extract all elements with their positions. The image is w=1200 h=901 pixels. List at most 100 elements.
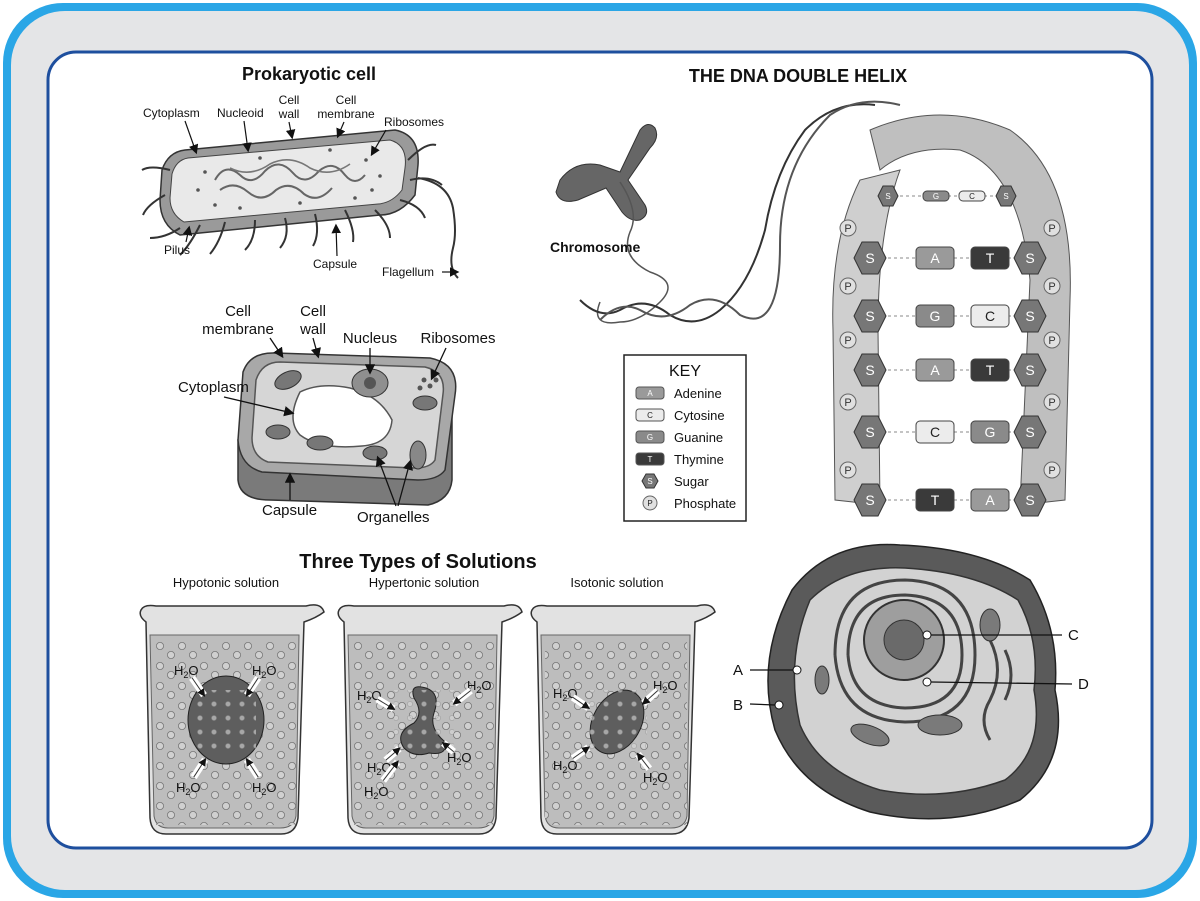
key-label: Thymine (674, 452, 724, 467)
water-label: H2O (467, 678, 492, 695)
water-label: H2O (553, 686, 578, 703)
phosphate-letter: P (844, 223, 851, 235)
key-letter: C (647, 411, 653, 420)
cell-cytoplasm (793, 567, 1038, 795)
phosphate-letter: P (844, 397, 851, 409)
sugar-icon (1013, 299, 1047, 333)
key-letter: A (647, 389, 653, 398)
label-b: B (733, 697, 743, 714)
cell-contents (587, 690, 647, 750)
nucleotide-base-icon (922, 190, 950, 202)
water-label: H2O (176, 780, 201, 797)
nucleotide-base-icon (635, 452, 665, 466)
label-d: D (1078, 676, 1089, 693)
nucleotide-base-icon (970, 358, 1010, 382)
sugar-letter: S (1025, 250, 1034, 266)
sugar-icon (853, 415, 887, 449)
nucleotide-base-icon (635, 386, 665, 400)
label-cell-wall-line2: wall (278, 107, 300, 121)
water-flow-arrow-outline (376, 698, 396, 711)
label-cell-wall-line2: wall (299, 321, 326, 338)
label-c: C (1068, 627, 1079, 644)
base-letter: T (986, 362, 995, 378)
water-flow-arrow-outline (641, 690, 659, 705)
cell-contents (196, 690, 256, 750)
label-nucleoid: Nucleoid (217, 106, 264, 120)
phosphate-icon (839, 461, 857, 479)
phosphate-icon (839, 277, 857, 295)
key-item: T Thymine (635, 452, 724, 467)
base-letter: T (986, 250, 995, 266)
nucleotide-base-icon (635, 430, 665, 444)
mitochondrion-2 (850, 723, 890, 747)
sugar-letter: S (1025, 308, 1034, 324)
sugar-letter: S (865, 492, 874, 508)
animal-cell-diagram: A B C D (733, 543, 1089, 820)
phosphate-icon (1043, 331, 1061, 349)
cell-leader-lines (223, 337, 447, 507)
phosphate-letter: P (1048, 335, 1055, 347)
key-letter: S (647, 477, 652, 486)
base-letter: C (985, 308, 995, 324)
label-capsule: Capsule (262, 502, 317, 519)
phosphate-letter: P (844, 465, 851, 477)
nucleotide-base-icon (970, 420, 1010, 444)
phosphate-icon (642, 495, 658, 511)
sugar-icon (853, 483, 887, 517)
sugar-letter: S (885, 192, 890, 201)
sugar-letter: S (1025, 362, 1034, 378)
sugar-letter: S (865, 250, 874, 266)
dna-strand-small (579, 103, 876, 323)
base-letter: A (930, 250, 940, 266)
bacterium-illustration (141, 129, 459, 279)
nucleotide-base-icon (915, 246, 955, 270)
mitochondrion-4 (814, 665, 830, 695)
water-label: H2O (174, 663, 199, 680)
base-letter: C (969, 192, 975, 201)
prokaryotic-cell-diagram: Prokaryotic cell Cytoplas (141, 64, 460, 279)
key-label: Guanine (674, 430, 723, 445)
nucleotide-base-icon (970, 304, 1010, 328)
phosphate-letter: P (1048, 281, 1055, 293)
sugar-icon (641, 473, 659, 489)
marker-c (922, 630, 932, 640)
key-letter: T (648, 455, 653, 464)
dna-backbone-right (869, 114, 1071, 506)
marker-a (792, 665, 802, 675)
animal-cell-leader-lines (749, 634, 1073, 706)
label-cytoplasm: Cytoplasm (143, 106, 200, 120)
sugar-icon (1013, 353, 1047, 387)
marker-b (774, 700, 784, 710)
phosphate-letter: P (844, 335, 851, 347)
sugar-letter: S (865, 424, 874, 440)
phosphate-icon (1043, 461, 1061, 479)
label-pilus: Pilus (164, 243, 190, 257)
sugar-letter: S (865, 308, 874, 324)
water-label: H2O (643, 770, 668, 787)
nucleotide-base-icon (970, 488, 1010, 512)
water-label: H2O (252, 663, 277, 680)
nucleotide-base-icon (915, 358, 955, 382)
eukaryotic-cell-diagram: Cell membrane Cell wall Nucleus Ribosome… (178, 303, 496, 526)
label-cell-membrane-line1: Cell (336, 93, 357, 107)
label-cell-wall-line1: Cell (300, 303, 326, 320)
base-letter: A (930, 362, 940, 378)
label-ribosomes: Ribosomes (384, 115, 444, 129)
chromosome-label: Chromosome (550, 239, 640, 255)
sugar-letter: S (1003, 192, 1008, 201)
water-flow-arrow-outline (572, 746, 591, 759)
sugar-icon (853, 299, 887, 333)
key-letter: P (647, 499, 652, 508)
key-title: KEY (669, 363, 701, 380)
label-nucleus: Nucleus (343, 330, 397, 347)
prokaryote-leader-lines (182, 120, 460, 277)
